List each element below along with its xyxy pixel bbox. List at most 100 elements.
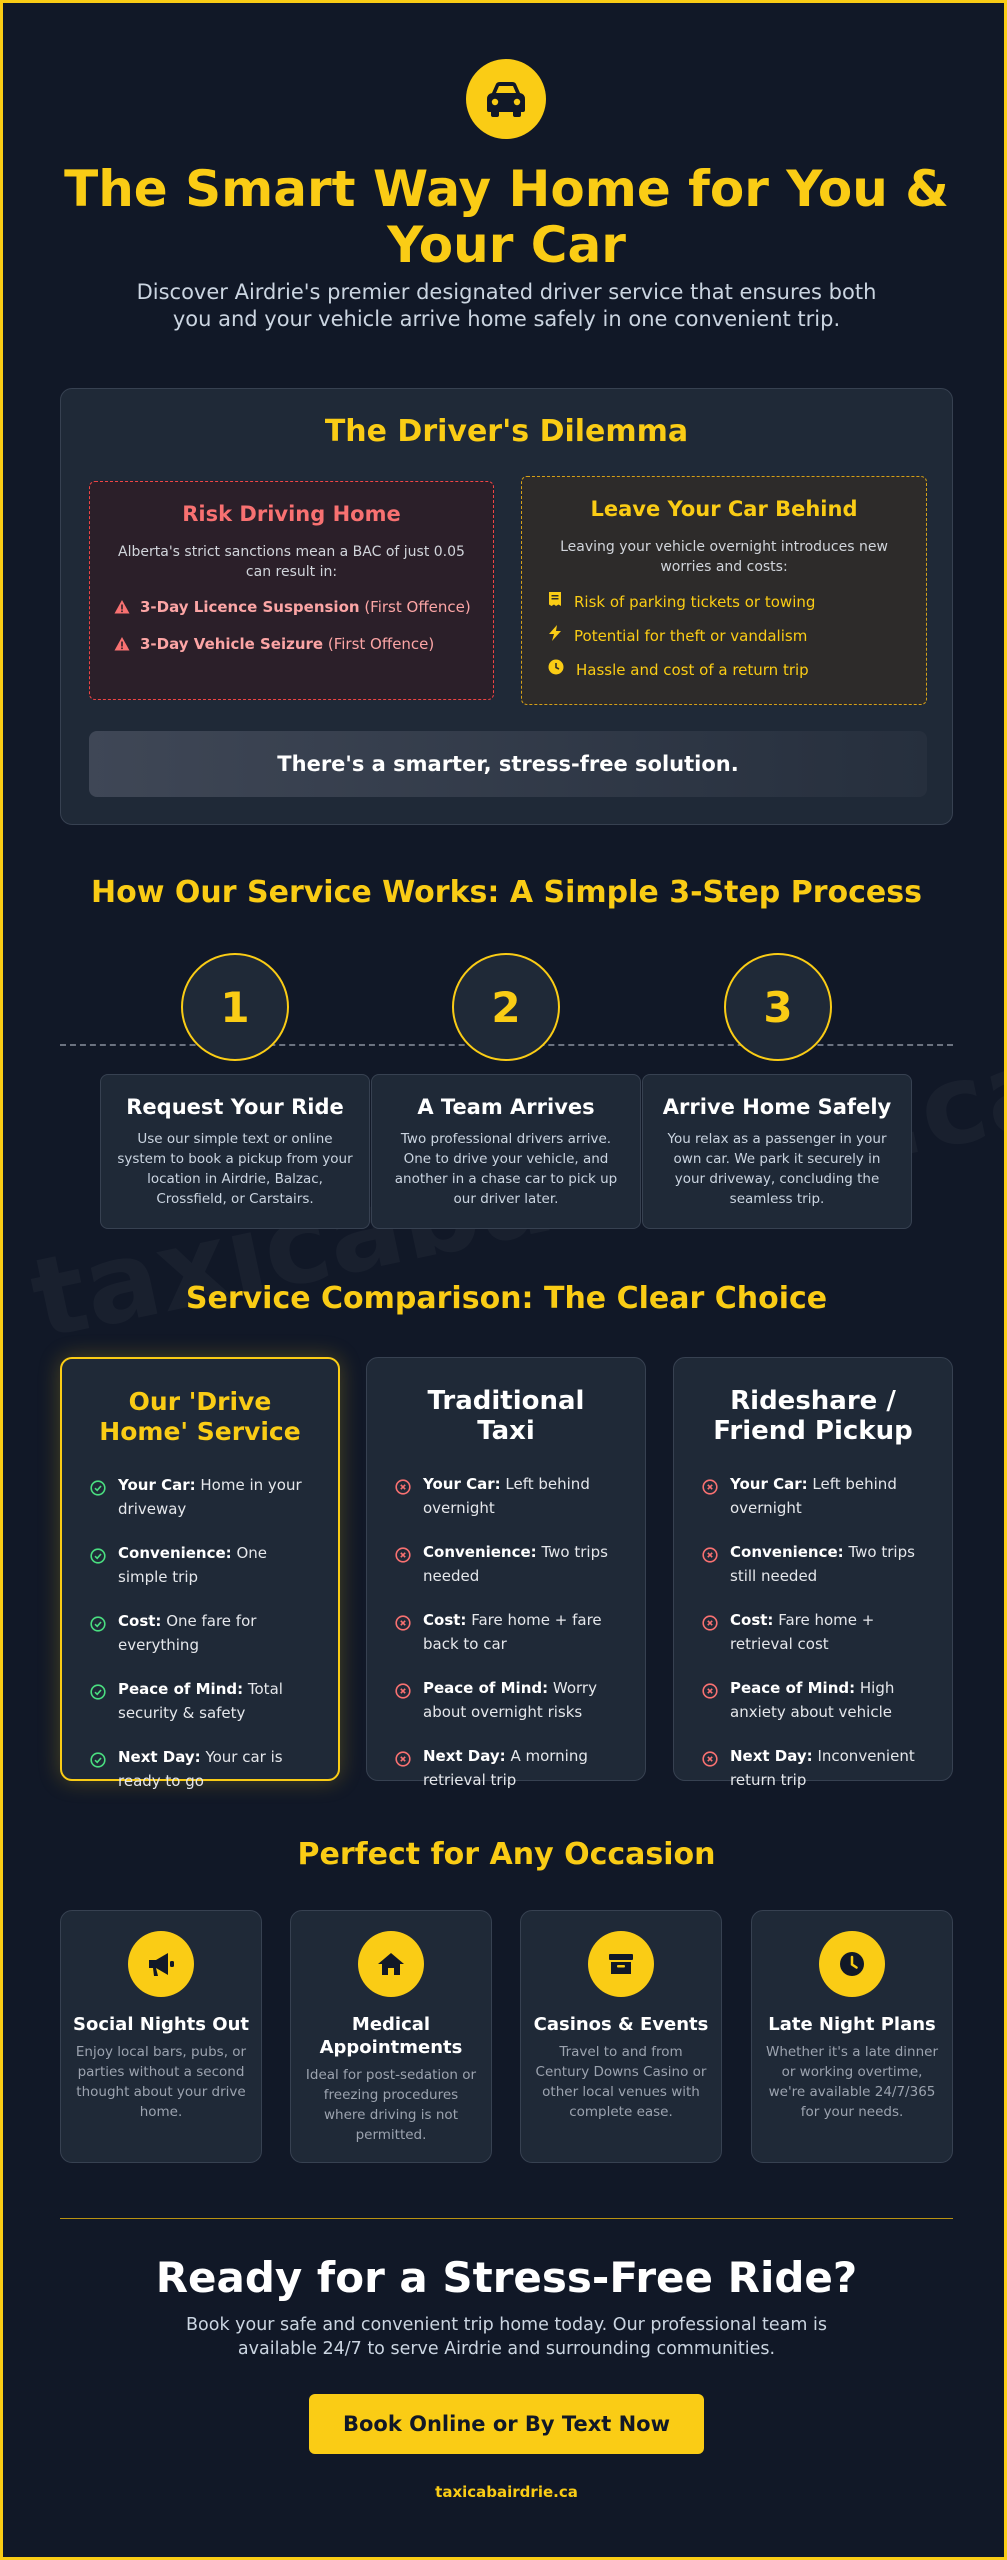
- comparison-key: Next Day:: [118, 1748, 201, 1766]
- comparison-value: Home in your driveway: [118, 1476, 302, 1518]
- comparison-item: Peace of Mind: High anxiety about vehicl…: [702, 1676, 924, 1724]
- comparison-item: Peace of Mind: Worry about overnight ris…: [395, 1676, 617, 1724]
- step-number: 2: [452, 953, 560, 1061]
- check-circle-icon: [90, 1751, 106, 1793]
- warning-icon: [114, 596, 130, 621]
- dilemma-title: The Driver's Dilemma: [324, 414, 689, 449]
- comparison-item: Next Day: A morning retrieval trip: [395, 1744, 617, 1792]
- occasion-card: Casinos & Events Travel to and from Cent…: [520, 1910, 722, 2163]
- risk-driving-box: Risk Driving Home Alberta's strict sanct…: [89, 481, 494, 700]
- x-circle-icon: [702, 1478, 718, 1520]
- leave-item: Risk of parking tickets or towing: [544, 591, 904, 613]
- occasion-desc: Travel to and from Century Downs Casino …: [535, 2044, 707, 2120]
- step-number: 1: [181, 953, 289, 1061]
- occasions-title: Perfect for Any Occasion: [297, 1837, 716, 1872]
- occasion-title: Late Night Plans: [768, 2014, 936, 2035]
- occasion-desc: Ideal for post-sedation or freezing proc…: [305, 2067, 477, 2143]
- x-circle-icon: [395, 1750, 411, 1792]
- comparison-item: Your Car: Left behind overnight: [702, 1472, 924, 1520]
- leave-item: Hassle and cost of a return trip: [544, 659, 904, 681]
- comparison-card-drive-home: Our 'Drive Home' Service Your Car: Home …: [60, 1357, 340, 1790]
- comparison-value: One simple trip: [118, 1544, 267, 1586]
- comparison-item: Cost: One fare for everything: [90, 1609, 310, 1657]
- comparison-key: Cost:: [118, 1612, 162, 1630]
- comparison-item: Next Day: Your car is ready to go: [90, 1745, 310, 1793]
- comparison-key: Convenience:: [118, 1544, 232, 1562]
- comparison-card-rideshare: Rideshare / Friend Pickup Your Car: Left…: [673, 1357, 953, 1789]
- comparison-title: Service Comparison: The Clear Choice: [185, 1281, 828, 1316]
- comparison-value: One fare for everything: [118, 1612, 257, 1654]
- comparison-value: Inconvenient return trip: [730, 1747, 915, 1789]
- leave-car-box: Leave Your Car Behind Leaving your vehic…: [521, 476, 927, 705]
- risk-title: Risk Driving Home: [182, 502, 401, 526]
- comparison-item: Convenience: One simple trip: [90, 1541, 310, 1589]
- comparison-item: Cost: Fare home + fare back to car: [395, 1608, 617, 1656]
- x-circle-icon: [395, 1546, 411, 1588]
- comparison-value: Left behind overnight: [730, 1475, 897, 1517]
- page-subtitle: Discover Airdrie's premier designated dr…: [136, 280, 877, 331]
- comparison-key: Peace of Mind:: [423, 1679, 549, 1697]
- leave-text: Leaving your vehicle overnight introduce…: [560, 539, 888, 575]
- comparison-value: High anxiety about vehicle: [730, 1679, 895, 1721]
- megaphone-icon: [128, 1931, 194, 1997]
- receipt-icon: [548, 591, 562, 613]
- comparison-key: Cost:: [423, 1611, 467, 1629]
- page-title: The Smart Way Home for You & Your Car: [64, 160, 949, 274]
- step-desc: Two professional drivers arrive. One to …: [394, 1131, 618, 1207]
- x-circle-icon: [702, 1750, 718, 1792]
- x-circle-icon: [395, 1614, 411, 1656]
- comparison-value: Two trips needed: [423, 1543, 608, 1585]
- occasion-title: Casinos & Events: [533, 2014, 709, 2035]
- check-circle-icon: [90, 1547, 106, 1589]
- comparison-key: Convenience:: [423, 1543, 537, 1561]
- solution-banner: There's a smarter, stress-free solution.: [89, 731, 927, 797]
- step-desc: Use our simple text or online system to …: [117, 1131, 353, 1207]
- occasion-desc: Whether it's a late dinner or working ov…: [765, 2044, 939, 2120]
- leave-item: Potential for theft or vandalism: [544, 625, 904, 647]
- comparison-value: Left behind overnight: [423, 1475, 590, 1517]
- comparison-key: Peace of Mind:: [730, 1679, 856, 1697]
- comparison-value: Worry about overnight risks: [423, 1679, 597, 1721]
- comparison-key: Next Day:: [730, 1747, 813, 1765]
- step-number: 3: [724, 953, 832, 1061]
- x-circle-icon: [395, 1478, 411, 1520]
- step-card: A Team Arrives Two professional drivers …: [371, 1074, 641, 1229]
- comparison-card-title: Rideshare / Friend Pickup: [713, 1386, 913, 1446]
- website-link[interactable]: taxicabairdrie.ca: [435, 2483, 578, 2501]
- comparison-key: Peace of Mind:: [118, 1680, 244, 1698]
- clock-icon: [548, 659, 564, 681]
- occasion-card: Medical Appointments Ideal for post-seda…: [290, 1910, 492, 2163]
- comparison-card-taxi: Traditional Taxi Your Car: Left behind o…: [366, 1357, 646, 1789]
- comparison-item: Convenience: Two trips needed: [395, 1540, 617, 1588]
- comparison-item: Convenience: Two trips still needed: [702, 1540, 924, 1588]
- risk-item-rest: (First Offence): [359, 598, 471, 616]
- x-circle-icon: [702, 1682, 718, 1724]
- dilemma-card: The Driver's Dilemma Risk Driving Home A…: [60, 388, 953, 825]
- comparison-value: Your car is ready to go: [118, 1748, 283, 1790]
- comparison-item: Cost: Fare home + retrieval cost: [702, 1608, 924, 1656]
- step-title: Arrive Home Safely: [662, 1095, 892, 1119]
- occasion-title: Social Nights Out: [73, 2014, 249, 2035]
- comparison-card-title: Traditional Taxi: [427, 1386, 585, 1446]
- step-desc: You relax as a passenger in your own car…: [667, 1131, 887, 1207]
- comparison-item: Your Car: Home in your driveway: [90, 1473, 310, 1521]
- comparison-value: Two trips still needed: [730, 1543, 915, 1585]
- comparison-key: Next Day:: [423, 1747, 506, 1765]
- comparison-item: Peace of Mind: Total security & safety: [90, 1677, 310, 1725]
- step-card: Arrive Home Safely You relax as a passen…: [642, 1074, 912, 1229]
- comparison-key: Your Car:: [730, 1475, 808, 1493]
- leave-item-text: Hassle and cost of a return trip: [576, 661, 809, 679]
- cta-subtitle: Book your safe and convenient trip home …: [186, 2315, 827, 2359]
- warning-icon: [114, 633, 130, 658]
- home-icon: [358, 1931, 424, 1997]
- check-circle-icon: [90, 1683, 106, 1725]
- occasion-card: Social Nights Out Enjoy local bars, pubs…: [60, 1910, 262, 2163]
- x-circle-icon: [395, 1682, 411, 1724]
- cta-divider: [60, 2218, 953, 2219]
- step-card: Request Your Ride Use our simple text or…: [100, 1074, 370, 1229]
- book-now-button[interactable]: Book Online or By Text Now: [309, 2394, 704, 2454]
- risk-item-strong: 3-Day Licence Suspension: [140, 598, 360, 616]
- comparison-value: Fare home + fare back to car: [423, 1611, 602, 1653]
- leave-item-text: Potential for theft or vandalism: [574, 627, 808, 645]
- leave-title: Leave Your Car Behind: [590, 497, 858, 521]
